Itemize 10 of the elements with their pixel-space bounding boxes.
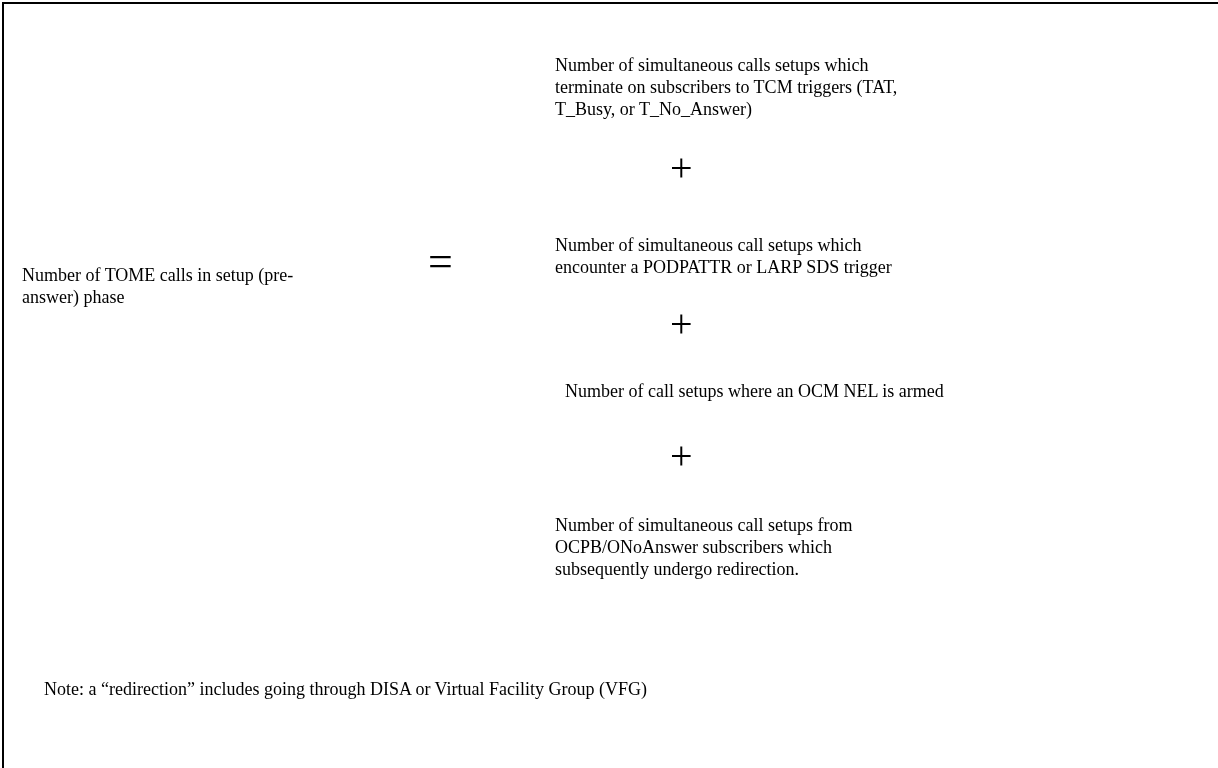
note-text: Note: a “redirection” includes going through DISA or Virtual Facility Group (VFG): [44, 678, 648, 700]
plus-sign: +: [670, 148, 693, 188]
equation-term: Number of simultaneous call setups which encounter a PODPATTR or LARP SDS trigger: [555, 234, 893, 278]
equation-term: Number of TOME calls in setup (pre-answer) phase: [22, 264, 295, 308]
plus-sign: +: [670, 304, 693, 344]
plus-sign: +: [670, 436, 693, 476]
equation-term: Number of call setups where an OCM NEL is armed: [565, 380, 945, 402]
equation-term: Number of simultaneous call setups from OCPB/ONoAnswer subscribers which subsequently undergo redirection.: [555, 514, 854, 580]
equation-term: Number of simultaneous calls setups which terminate on subscribers to TCM triggers (TAT, T_Busy, or T_No_Answer): [555, 54, 899, 120]
equals-sign: =: [428, 240, 453, 284]
